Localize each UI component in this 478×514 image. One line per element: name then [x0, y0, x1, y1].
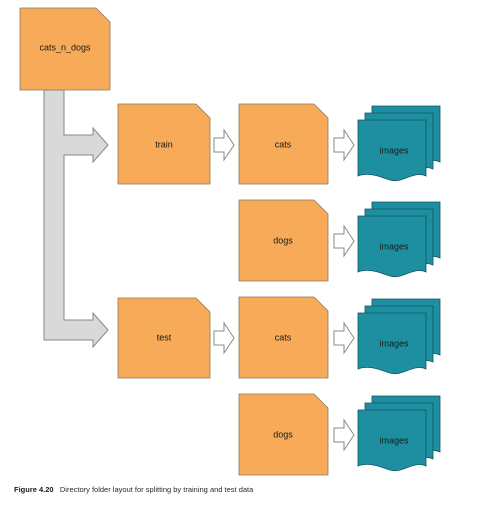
arrow-test-cats-to-images [333, 321, 355, 355]
folder-label: cats_n_dogs [39, 42, 91, 52]
figure-caption: Figure 4.20 Directory folder layout for … [14, 485, 253, 494]
arrow-train-cats-to-images [333, 128, 355, 162]
arrow-train-to-cats [213, 128, 235, 162]
images-label: images [379, 338, 409, 348]
images-stack-test-dogs: images [357, 395, 441, 472]
folder-test-cats: cats [238, 296, 329, 379]
folder-label: cats [275, 332, 292, 342]
folder-label: test [157, 332, 172, 342]
folder-test: test [117, 297, 211, 379]
folder-label: cats [275, 139, 292, 149]
arrow-train-dogs-to-images [333, 224, 355, 258]
figure-number: Figure 4.20 [14, 485, 54, 494]
folder-label: dogs [273, 235, 293, 245]
folder-train-dogs: dogs [238, 199, 329, 282]
folder-test-dogs: dogs [238, 393, 329, 476]
images-label: images [379, 241, 409, 251]
images-stack-train-cats: images [357, 105, 441, 182]
root-connector [43, 89, 109, 349]
folder-label: train [155, 139, 173, 149]
arrow-test-dogs-to-images [333, 418, 355, 452]
folder-train: train [117, 103, 211, 185]
images-stack-test-cats: images [357, 298, 441, 375]
folder-label: dogs [273, 429, 293, 439]
folder-root: cats_n_dogs [19, 7, 111, 91]
images-stack-train-dogs: images [357, 201, 441, 278]
arrow-test-to-cats [213, 321, 235, 355]
folder-layout-diagram: cats_n_dogs train test cats dogs cats do… [19, 7, 441, 476]
images-label: images [379, 435, 409, 445]
images-label: images [379, 145, 409, 155]
folder-train-cats: cats [238, 103, 329, 185]
figure-caption-text: Directory folder layout for splitting by… [59, 485, 254, 494]
